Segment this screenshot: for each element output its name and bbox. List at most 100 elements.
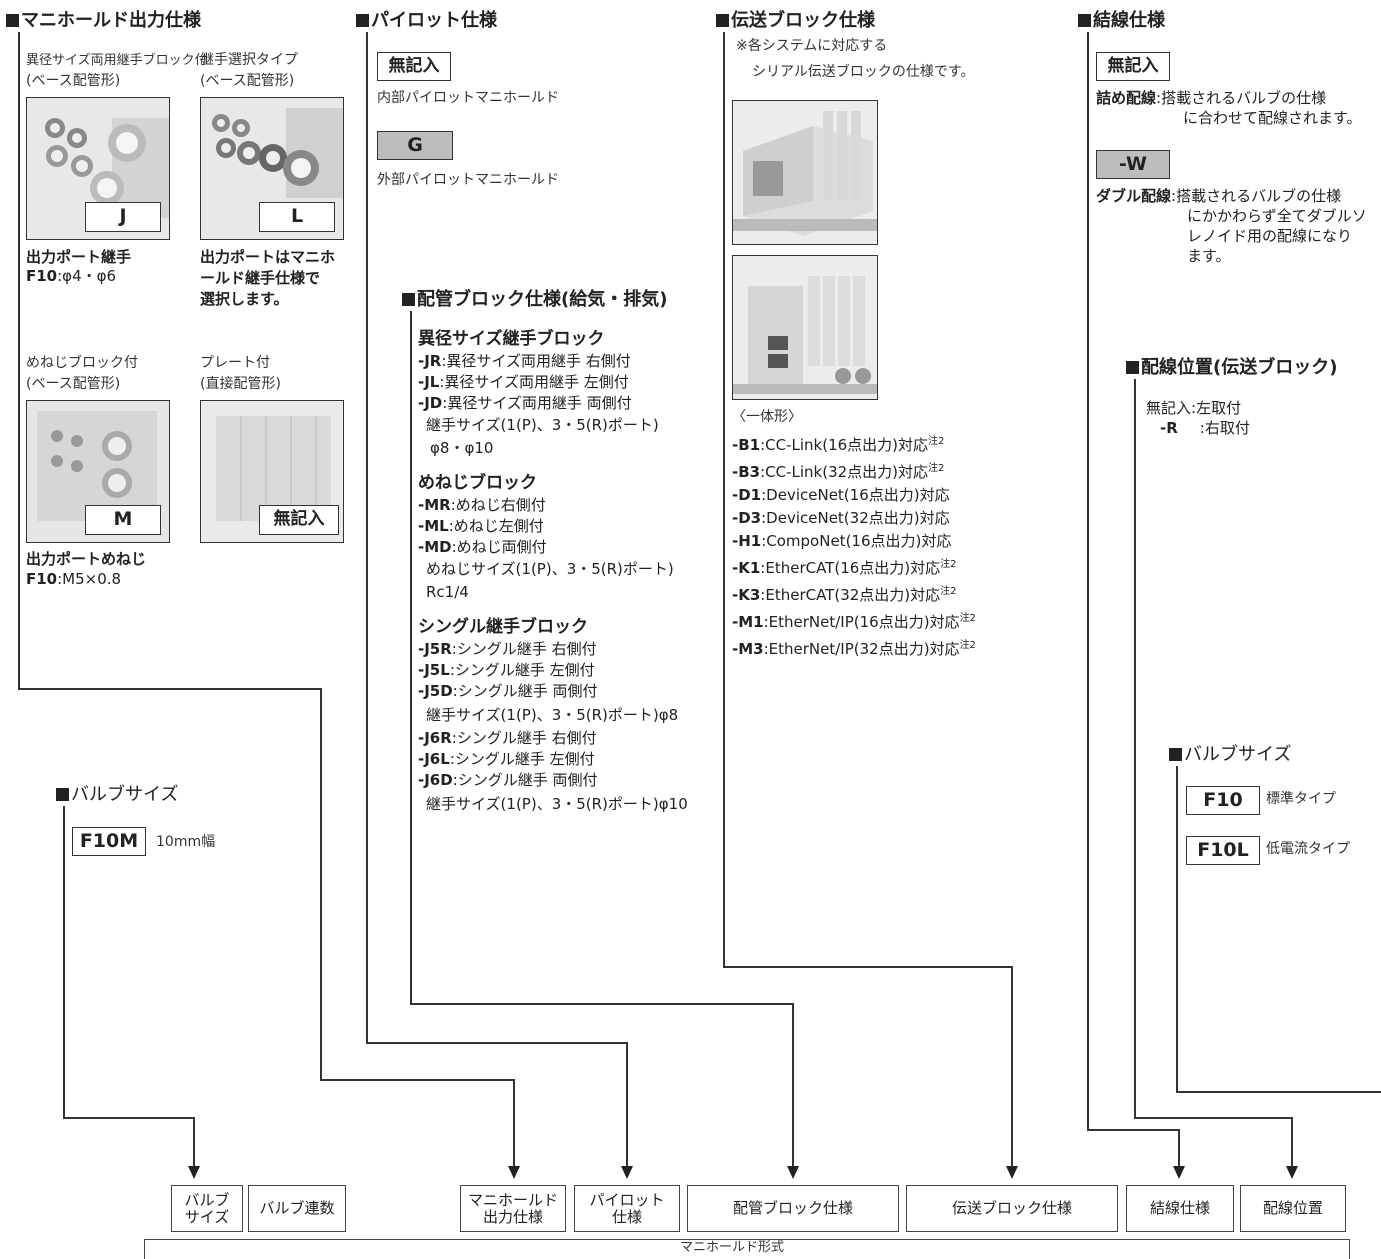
list-item: -J6D:シングル継手 両側付: [418, 771, 598, 789]
connector-line: [626, 1042, 628, 1167]
group-heading: シングル継手ブロック: [418, 617, 588, 637]
connector-line: [1087, 1129, 1179, 1131]
list-item: -ML:めねじ左側付: [418, 517, 544, 535]
list-item: -D1:DeviceNet(16点出力)対応: [732, 486, 950, 504]
bullet-square-icon: [56, 788, 69, 801]
note-text: ※各システムに対応する: [736, 38, 888, 54]
subhead: 〈一体形〉: [732, 409, 802, 425]
option-desc: レノイド用の配線になり: [1187, 227, 1353, 245]
product-photo: [732, 255, 878, 400]
piping-list: 異径サイズ継手ブロック -JR:異径サイズ両用継手 右側付 -JL:異径サイズ両…: [418, 328, 688, 817]
option-desc: 無記入:左取付: [1146, 399, 1242, 417]
connector-line: [1134, 1117, 1292, 1119]
section-title-piping: 配管ブロック仕様(給気・排気): [402, 285, 668, 311]
group-note: めねじサイズ(1(P)、3・5(R)ポート): [426, 560, 674, 578]
group-note: Rc1/4: [426, 583, 469, 601]
group-note: φ8・φ10: [430, 439, 494, 457]
note-title: 出力ポート継手: [26, 248, 132, 266]
note-text: 出力ポートはマニホ: [200, 248, 336, 266]
bullet-square-icon: [1169, 748, 1182, 761]
connector-line: [1087, 28, 1089, 1130]
connector-line: [1134, 375, 1136, 1118]
code-box-l: L: [259, 202, 335, 232]
section-title-manifold-output: マニホールド出力仕様: [6, 6, 201, 32]
note-text: ールド継手仕様で: [200, 269, 321, 287]
manifold-format-bracket: [144, 1239, 1350, 1259]
product-photo: [732, 100, 878, 245]
arrow-icon: [1173, 1166, 1185, 1179]
connector-line: [723, 966, 1012, 968]
connector-line: [366, 1042, 627, 1044]
product-photo: L: [200, 97, 344, 240]
list-item: -J5L:シングル継手 左側付: [418, 661, 595, 679]
code-box-m: M: [85, 505, 161, 535]
connector-line: [320, 1079, 514, 1081]
option-desc: ます。: [1187, 247, 1231, 265]
product-photo: 無記入: [200, 400, 344, 543]
code-box-pilot-g: G: [377, 131, 453, 160]
caption: めねじブロック付: [26, 355, 138, 371]
connector-line: [1178, 1129, 1180, 1167]
option-desc: 標準タイプ: [1266, 791, 1336, 807]
code-box-f10m: F10M: [72, 827, 146, 856]
connector-line: [18, 28, 20, 689]
fitting-illustration: [27, 98, 169, 239]
connector-line: [410, 296, 412, 1004]
caption: (ベース配管形): [26, 376, 121, 392]
connector-line: [410, 1003, 793, 1005]
list-item: -J5R:シングル継手 右側付: [418, 640, 597, 658]
caption: (直接配管形): [200, 376, 281, 392]
section-title-wiring: 結線仕様: [1078, 6, 1165, 32]
connector-line: [1291, 1117, 1293, 1167]
bullet-square-icon: [1078, 14, 1091, 27]
bullet-square-icon: [6, 14, 19, 27]
caption: 継手選択タイプ: [200, 52, 298, 68]
list-item: -K1:EtherCAT(16点出力)対応注2: [732, 559, 957, 577]
connector-line: [366, 28, 368, 1043]
option-desc: に合わせて配線されます。: [1183, 109, 1362, 127]
caption: 異径サイズ両用継手ブロック付: [26, 53, 208, 68]
connector-line: [792, 1003, 794, 1167]
arrow-icon: [1286, 1166, 1298, 1179]
option-desc: 10mm幅: [156, 834, 216, 850]
arrow-icon: [787, 1166, 799, 1179]
note-value: F10:φ4・φ6: [26, 267, 117, 285]
list-item: -B3:CC-Link(32点出力)対応注2: [732, 463, 945, 481]
list-item: -JL:異径サイズ両用継手 左側付: [418, 373, 629, 391]
connector-line: [193, 1117, 195, 1167]
bullet-square-icon: [402, 293, 415, 306]
list-item: -JD:異径サイズ両用継手 両側付: [418, 394, 632, 412]
connector-line: [18, 688, 321, 690]
format-box-valve-count: バルブ連数: [248, 1185, 346, 1232]
section-title-valve-size-left: バルブサイズ: [56, 780, 179, 806]
list-item: -MD:めねじ両側付: [418, 538, 547, 556]
connector-line: [1011, 966, 1013, 1167]
arrow-icon: [621, 1166, 633, 1179]
list-item: -JR:異径サイズ両用継手 右側付: [418, 352, 631, 370]
bullet-square-icon: [356, 14, 369, 27]
connector-line: [63, 800, 65, 1118]
note-text: 選択します。: [200, 290, 289, 308]
manifold-format-label: マニホールド形式: [680, 1240, 785, 1255]
list-item: -J6L:シングル継手 左側付: [418, 750, 595, 768]
note-title: 出力ポートめねじ: [26, 550, 147, 568]
list-item: -M3:EtherNet/IP(32点出力)対応注2: [732, 640, 976, 658]
option-desc: 外部パイロットマニホールド: [377, 172, 559, 188]
format-box-pilot: パイロット仕様: [574, 1185, 680, 1232]
group-note: 継手サイズ(1(P)、3・5(R)ポート)φ10: [426, 795, 688, 813]
list-item: -J6R:シングル継手 右側付: [418, 729, 597, 747]
section-title-valve-size: バルブサイズ: [1169, 740, 1292, 766]
code-box-wiring-blank: 無記入: [1096, 52, 1170, 81]
code-box-j: J: [85, 202, 161, 232]
option-desc: 低電流タイプ: [1266, 841, 1350, 857]
connector-line: [723, 28, 725, 967]
option-desc: 詰め配線:搭載されるバルブの仕様: [1096, 89, 1327, 107]
arrow-icon: [508, 1166, 520, 1179]
option-desc: 内部パイロットマニホールド: [377, 90, 559, 106]
list-item: -M1:EtherNet/IP(16点出力)対応注2: [732, 613, 976, 631]
code-box-f10: F10: [1186, 786, 1260, 815]
code-box-blank: 無記入: [259, 505, 339, 535]
code-box-f10l: F10L: [1186, 836, 1260, 865]
section-title-pilot: パイロット仕様: [356, 6, 497, 32]
caption: (ベース配管形): [200, 73, 295, 89]
